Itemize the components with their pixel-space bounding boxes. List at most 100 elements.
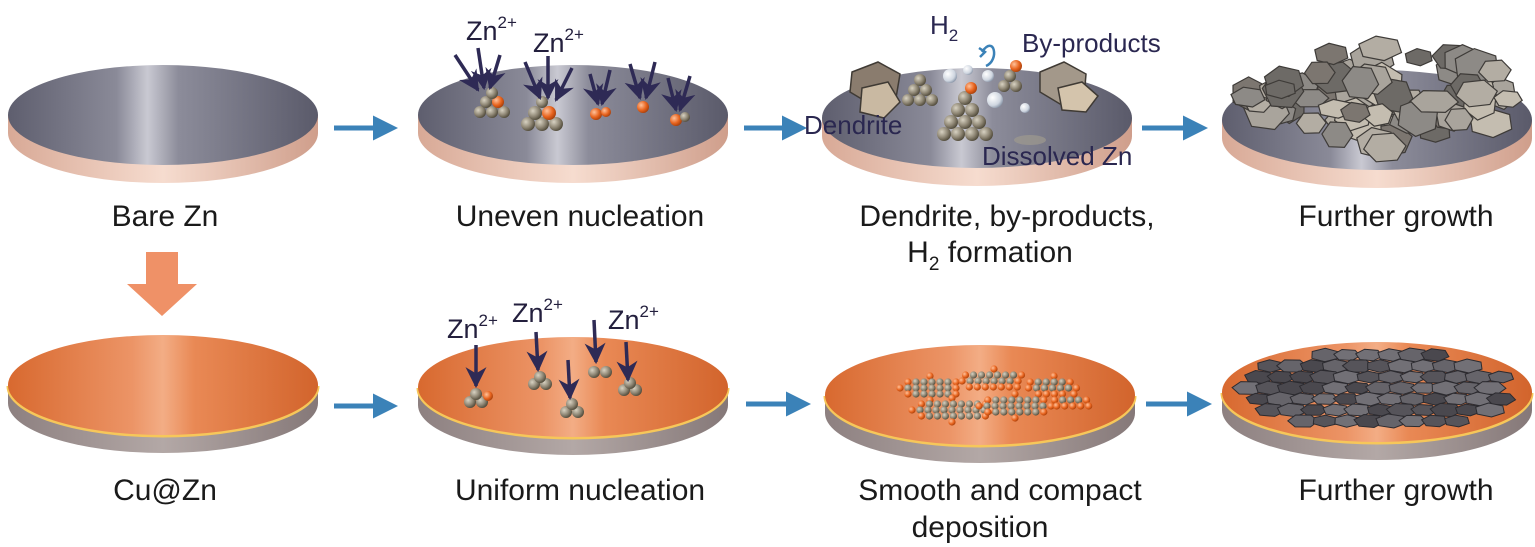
growth-flake [1493, 90, 1523, 108]
deposit-atom [1024, 396, 1032, 404]
deposit-atom [1042, 390, 1050, 398]
deposit-atom [1031, 402, 1039, 410]
deposit-atom [941, 400, 950, 408]
deposit-atom [992, 408, 1000, 416]
film-flake [1487, 370, 1515, 384]
caption-smooth-line1: Smooth and compact [858, 474, 1142, 507]
film-flake [1399, 370, 1427, 384]
deposit-atom [992, 396, 1000, 404]
film-flake [1420, 414, 1450, 428]
deposit-atom [1008, 396, 1016, 404]
deposit-atom [932, 406, 940, 414]
deposit-atom [982, 377, 990, 385]
deposit-atom [1072, 384, 1081, 392]
deposit-atom [933, 400, 942, 408]
deposit-atom [1067, 396, 1075, 404]
film-flake [1410, 382, 1438, 394]
deposit-atom [956, 406, 964, 414]
deposit-atom [1051, 396, 1059, 404]
film-flake [1353, 413, 1385, 429]
deposit-atom [1085, 402, 1093, 410]
growth-flake [1341, 65, 1380, 100]
bottom-growth-film [1231, 347, 1517, 429]
deposit-atom [984, 396, 992, 404]
deposit-atom [975, 402, 983, 410]
deposit-atom [1008, 408, 1016, 416]
deposit-atom [1032, 408, 1040, 416]
deposit-atom [966, 377, 974, 385]
deposit-atom [957, 400, 966, 408]
top-growth-flakes [1230, 35, 1523, 163]
deposit-atom [1075, 396, 1083, 404]
growth-flake [1303, 61, 1336, 85]
deposit-atom [1007, 402, 1015, 410]
deposit-atom [896, 384, 904, 392]
deposit-atom [1034, 378, 1042, 386]
deposit-atom [908, 406, 916, 414]
ion-arrows-bottom [465, 319, 638, 401]
deposit-atom [997, 383, 1005, 391]
caption-bare-zn: Bare Zn [112, 200, 219, 233]
deposit-atom [925, 412, 934, 420]
deposit-atom [977, 371, 986, 379]
deposit-atom [1011, 390, 1019, 398]
deposit-atom [990, 377, 998, 385]
growth-flake [1264, 79, 1296, 100]
deposit-atom [1023, 402, 1031, 410]
deposit-atom [1053, 402, 1061, 410]
deposit-atom [999, 402, 1007, 410]
deposit-atom [925, 400, 934, 408]
deposit-atom [917, 412, 926, 420]
zn-ion-label-top-2: Zn2+ [533, 25, 584, 58]
deposit-atom [912, 390, 920, 398]
deposit-atom [920, 384, 928, 392]
deposit-atom [1000, 396, 1008, 404]
growth-flake [1477, 59, 1512, 83]
deposit-atom [936, 384, 944, 392]
deposit-atom [1058, 378, 1066, 386]
dendrite-deposits [849, 44, 1100, 145]
smooth-deposition-disk [823, 345, 1137, 463]
deposit-atom [924, 406, 932, 414]
deposit-atom [993, 371, 1002, 379]
growth-flake [1230, 86, 1266, 108]
deposit-atom [1066, 378, 1074, 386]
deposit-atom [940, 406, 948, 414]
deposit-atom [1061, 402, 1069, 410]
deposit-atom [948, 406, 956, 414]
film-flake [1356, 370, 1382, 384]
caption-smooth-line2: deposition [912, 511, 1049, 544]
uniform-nucleation-disk [416, 337, 730, 455]
film-flake [1311, 393, 1339, 405]
deposit-atom [1000, 408, 1008, 416]
deposit-atom [990, 365, 998, 373]
deposit-atom [974, 377, 982, 385]
deposit-atom [1050, 390, 1058, 398]
film-flake [1398, 414, 1428, 428]
ion-arrows-top [453, 47, 696, 113]
caption-uneven-nucleation: Uneven nucleation [456, 200, 705, 233]
deposit-atom [1048, 384, 1057, 392]
cu-zn-disk [6, 335, 320, 453]
deposit-atom [1032, 384, 1041, 392]
caption-dendrite-line1: Dendrite, by-products, [859, 200, 1154, 233]
growth-flake [1314, 42, 1349, 66]
deposit-atom [936, 390, 944, 398]
deposit-atom [920, 378, 928, 386]
deposit-atom [1070, 390, 1078, 398]
deposit-atom [1083, 396, 1091, 404]
deposit-atom [928, 384, 936, 392]
deposit-atom [984, 408, 992, 416]
deposit-atom [1024, 384, 1033, 392]
deposit-atom [1069, 402, 1077, 410]
deposit-atom [1015, 402, 1023, 410]
dissolved-zn-annotation: Dissolved Zn [982, 141, 1132, 171]
deposit-atom [933, 412, 942, 420]
deposit-atom [1056, 384, 1065, 392]
deposit-atom [936, 378, 944, 386]
deposit-atom [1011, 414, 1019, 422]
deposit-atom [1040, 408, 1048, 416]
deposit-atom [1040, 396, 1048, 404]
deposit-atom [991, 402, 999, 410]
